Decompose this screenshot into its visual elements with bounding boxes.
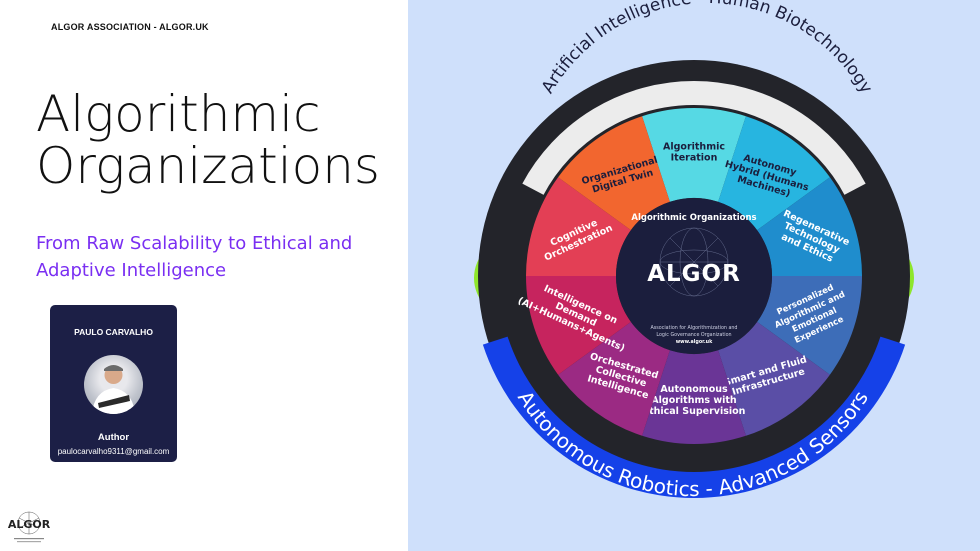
- author-name: PAULO CARVALHO: [74, 327, 153, 337]
- segment-personalized: [757, 276, 862, 375]
- segment-twin: [558, 116, 670, 231]
- segment-smart: [718, 321, 830, 436]
- segment-label-line: Ethical Supervision: [643, 406, 746, 417]
- association-label: ALGOR ASSOCIATION - ALGOR.UK: [51, 22, 209, 32]
- author-email[interactable]: paulocarvalho9311@gmail.com: [57, 447, 170, 456]
- author-card: PAULO CARVALHO Author paulocarvalho9311@…: [50, 305, 177, 462]
- avatar: [84, 355, 143, 414]
- center-org-line-2: Logic Governance Organization: [656, 332, 731, 338]
- subtitle-line-1: From Raw Scalability to Ethical and: [36, 233, 353, 254]
- segment-label-line: Algorithmic: [663, 142, 725, 153]
- title-line-2: Organizations: [36, 137, 380, 195]
- segment-regenerative: [757, 177, 862, 276]
- organization-wheel-diagram: Artificial Intelligence - Human Biotechn…: [474, 0, 914, 501]
- center-url: www.algor.uk: [676, 339, 713, 345]
- segment-autonomous: [642, 350, 746, 444]
- left-panel: ALGOR ASSOCIATION - ALGOR.UK Algorithmic…: [0, 0, 408, 551]
- top-band: [519, 79, 869, 198]
- author-role: Author: [97, 432, 130, 443]
- bottom-band: [482, 336, 906, 498]
- segment-orchestrated: [558, 321, 670, 436]
- segment-hybrid: [718, 116, 830, 231]
- algor-logo-small: ALGOR: [6, 508, 52, 546]
- center-logo-text: ALGOR: [647, 261, 741, 287]
- segment-label-line: Autonomous: [660, 384, 728, 395]
- segment-cognitive: [526, 177, 631, 276]
- center-org-line-1: Association for Algorithmization and: [651, 325, 738, 331]
- page-title: Algorithmic Organizations: [36, 88, 380, 192]
- network-globe-icon: [659, 227, 729, 297]
- segment-intelligence: [526, 276, 631, 375]
- page-subtitle: From Raw Scalability to Ethical and Adap…: [36, 230, 396, 284]
- small-logo-text: ALGOR: [8, 518, 51, 531]
- center-heading: Algorithmic Organizations: [631, 213, 756, 223]
- segment-iteration: [642, 107, 746, 202]
- center-hub: Algorithmic Organizations ALGOR Associat…: [616, 198, 772, 354]
- segment-label-line: Algorithms with: [651, 395, 737, 406]
- subtitle-line-2: Adaptive Intelligence: [36, 260, 227, 281]
- segment-label-line: Iteration: [671, 153, 718, 164]
- segment-label-orchestrated: OrchestratedCollectiveIntelligence: [582, 351, 659, 402]
- center-circle: [616, 198, 772, 354]
- title-line-1: Algorithmic: [36, 85, 321, 143]
